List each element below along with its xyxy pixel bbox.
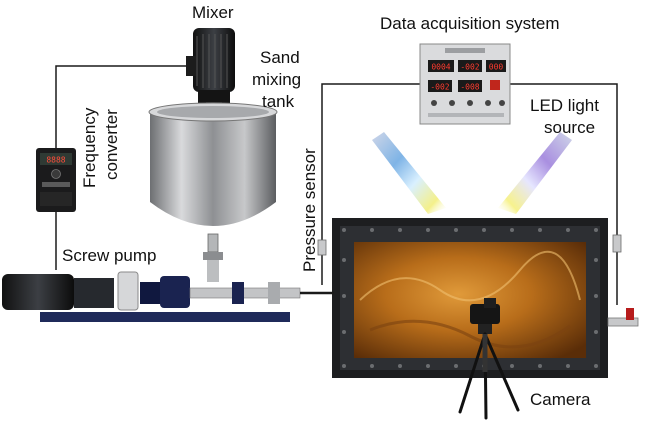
converter-display: 8888 [46, 156, 65, 165]
label-mixer: Mixer [192, 3, 234, 22]
outlet-valve [607, 308, 639, 327]
frequency-converter: 8888 [36, 148, 76, 212]
label-converter-line2: converter [102, 109, 121, 180]
mixer-motor [186, 28, 235, 110]
label-tank-line2: mixing [252, 70, 302, 89]
daq-readout-5: -008 [460, 83, 479, 92]
visualization-flow-cell [332, 218, 608, 378]
label-screw-pump: Screw pump [62, 246, 157, 265]
daq-readout-4: -002 [430, 83, 449, 92]
sand-mixing-tank [148, 102, 278, 282]
label-led-line1: LED light [530, 96, 599, 115]
label-converter-line1: Frequency [80, 107, 99, 188]
daq-readout-3: 000 [489, 63, 504, 72]
daq-readout-2: -002 [460, 63, 479, 72]
data-acquisition-box: 0004 -002 000 -002 -008 [419, 43, 511, 125]
label-tank-line1: Sand [260, 48, 300, 67]
led-light-source [372, 132, 572, 214]
label-camera: Camera [530, 390, 591, 409]
label-data-acquisition: Data acquisition system [380, 14, 560, 33]
daq-readout-1: 0004 [431, 63, 450, 72]
label-pressure-sensor: Pressure sensor [300, 148, 319, 272]
screw-pump [2, 271, 334, 322]
camera-on-tripod [458, 298, 520, 420]
signal-wires [55, 65, 618, 305]
label-led-line2: source [544, 118, 596, 137]
label-tank-line3: tank [262, 92, 295, 111]
pressure-sensor [317, 234, 622, 256]
